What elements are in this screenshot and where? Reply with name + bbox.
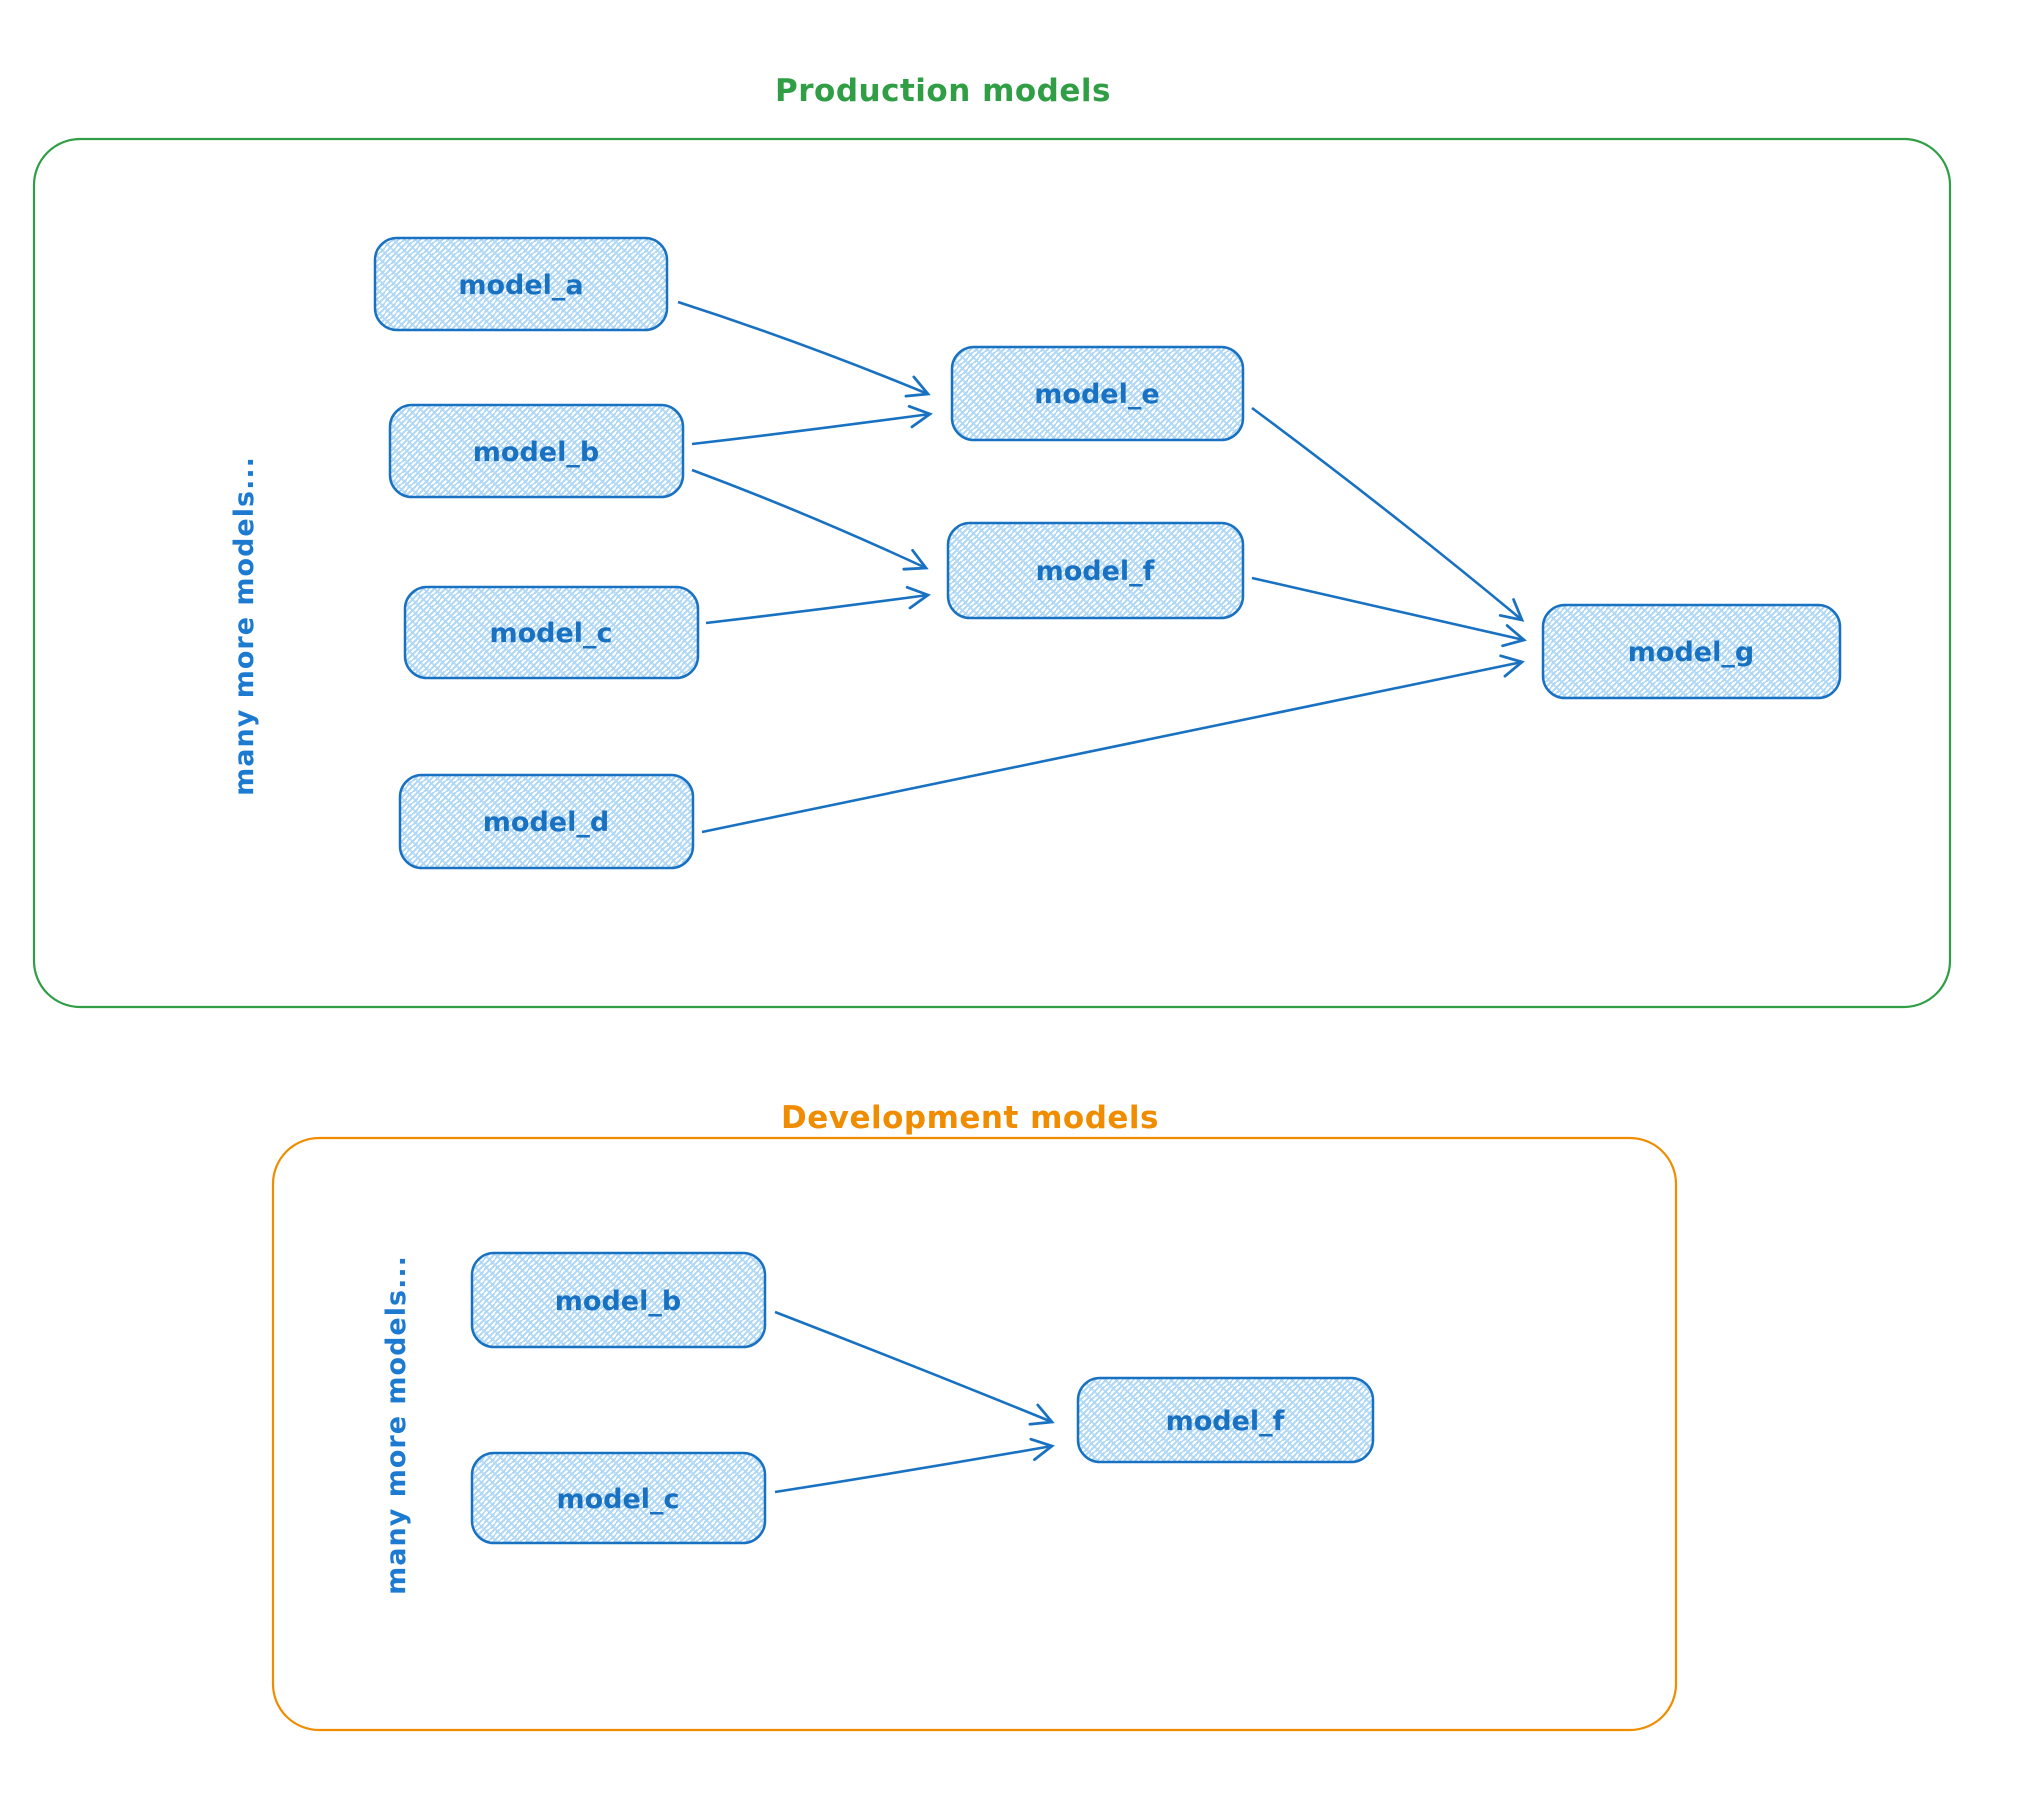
node-model_d-label: model_d bbox=[483, 807, 609, 838]
edge-model_c-model_f bbox=[705, 585, 931, 625]
node-model_e: model_e bbox=[950, 345, 1245, 442]
edge-model_f-model_g bbox=[1251, 576, 1527, 648]
development-edges bbox=[774, 1310, 1055, 1494]
node-model_g: model_g bbox=[1541, 603, 1842, 700]
node-dev-model_b: model_b bbox=[470, 1251, 767, 1349]
edge-dev-model_b-model_f bbox=[774, 1310, 1055, 1426]
development-container bbox=[271, 1136, 1678, 1732]
node-model_b: model_b bbox=[388, 403, 685, 499]
node-model_g-label: model_g bbox=[1628, 637, 1754, 668]
development-section: Development models many more models... m… bbox=[271, 1100, 1678, 1732]
node-model_a-label: model_a bbox=[458, 270, 583, 301]
production-title: Production models bbox=[775, 73, 1111, 109]
edge-model_b-model_e bbox=[691, 404, 933, 446]
production-side-label: many more models... bbox=[229, 456, 260, 796]
node-model_b-label: model_b bbox=[473, 437, 599, 468]
node-model_c: model_c bbox=[403, 585, 700, 680]
development-title: Development models bbox=[781, 1100, 1159, 1136]
development-side-label: many more models... bbox=[381, 1255, 412, 1595]
node-dev-model_c: model_c bbox=[470, 1451, 767, 1545]
production-container bbox=[32, 137, 1952, 1009]
edge-model_e-model_g bbox=[1251, 406, 1525, 622]
node-model_c-label: model_c bbox=[489, 618, 612, 649]
node-dev-model_b-label: model_b bbox=[555, 1286, 681, 1317]
edge-model_b-model_f bbox=[691, 468, 929, 571]
edge-model_d-model_g bbox=[701, 654, 1525, 834]
edge-dev-model_c-model_f bbox=[774, 1437, 1055, 1494]
node-model_a: model_a bbox=[373, 236, 669, 332]
production-section: Production models many more models... mo… bbox=[32, 73, 1952, 1009]
node-dev-model_c-label: model_c bbox=[556, 1484, 679, 1515]
node-model_f-label: model_f bbox=[1036, 556, 1155, 587]
node-model_d: model_d bbox=[398, 773, 695, 870]
node-dev-model_f: model_f bbox=[1076, 1376, 1375, 1464]
node-model_e-label: model_e bbox=[1034, 379, 1159, 410]
node-model_f: model_f bbox=[946, 521, 1245, 620]
edge-model_a-model_e bbox=[677, 300, 931, 398]
node-dev-model_f-label: model_f bbox=[1166, 1406, 1285, 1437]
production-edges bbox=[677, 300, 1527, 834]
